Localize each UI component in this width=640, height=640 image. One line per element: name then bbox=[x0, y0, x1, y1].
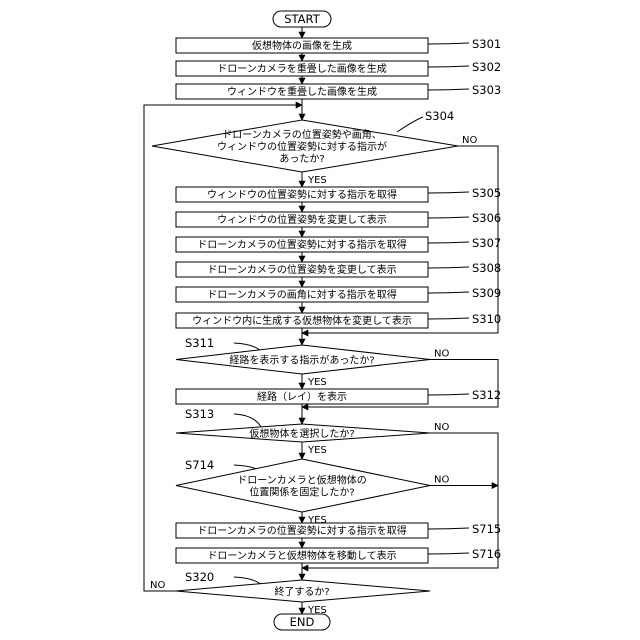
step-label: S311 bbox=[185, 336, 214, 350]
step-label: S715 bbox=[472, 522, 501, 536]
process-box-s303: ウィンドウを重畳した画像を生成 bbox=[176, 84, 428, 99]
step-label: S714 bbox=[185, 458, 214, 472]
process-box-text: ドローンカメラの画角に対する指示を取得 bbox=[207, 288, 397, 301]
process-box-s307: ドローンカメラの位置姿勢に対する指示を取得 bbox=[176, 237, 428, 252]
step-label: S304 bbox=[425, 109, 454, 123]
process-box-text: 経路（レイ）を表示 bbox=[257, 390, 347, 403]
step-label: S301 bbox=[472, 37, 501, 51]
process-box-s309: ドローンカメラの画角に対する指示を取得 bbox=[176, 287, 428, 302]
decision-text: 位置関係を固定したか? bbox=[249, 486, 354, 499]
process-box-s716: ドローンカメラと仮想物体を移動して表示 bbox=[176, 548, 428, 563]
step-leader bbox=[428, 318, 469, 319]
process-box-s302: ドローンカメラを重畳した画像を生成 bbox=[176, 61, 428, 76]
step-label: S310 bbox=[472, 312, 501, 326]
yes-label: YES bbox=[307, 175, 327, 186]
step-label: S308 bbox=[472, 261, 501, 275]
step-label: S302 bbox=[472, 60, 501, 74]
step-label: S303 bbox=[472, 83, 501, 97]
decision-text: ウィンドウの位置姿勢に対する指示が bbox=[217, 140, 387, 153]
process-box-s305: ウィンドウの位置姿勢に対する指示を取得 bbox=[176, 187, 428, 202]
process-box-text: ドローンカメラの位置姿勢に対する指示を取得 bbox=[197, 524, 407, 537]
decision-text: あったか? bbox=[279, 153, 324, 165]
step-label: S320 bbox=[185, 570, 214, 584]
decision-s313: 仮想物体を選択したか? bbox=[176, 424, 430, 442]
process-box-text: ウィンドウ内に生成する仮想物体を変更して表示 bbox=[192, 314, 412, 327]
step-leader bbox=[428, 43, 469, 44]
step-label: S716 bbox=[472, 547, 501, 561]
decision-s304: ドローンカメラの位置姿勢や画角、ウィンドウの位置姿勢に対する指示があったか? bbox=[152, 120, 458, 172]
step-leader bbox=[428, 89, 469, 90]
step-label: S313 bbox=[185, 407, 214, 421]
process-box-text: ドローンカメラを重畳した画像を生成 bbox=[217, 62, 387, 75]
process-box-s308: ドローンカメラの位置姿勢を変更して表示 bbox=[176, 262, 428, 277]
no-label: NO bbox=[462, 135, 477, 146]
decision-text: ドローンカメラと仮想物体の bbox=[237, 474, 367, 487]
process-box-text: ウィンドウの位置姿勢に対する指示を取得 bbox=[207, 188, 397, 201]
step-label: S312 bbox=[472, 388, 501, 402]
step-leader bbox=[428, 242, 469, 243]
process-box-text: 仮想物体の画像を生成 bbox=[252, 39, 352, 52]
process-box-text: ドローンカメラと仮想物体を移動して表示 bbox=[207, 549, 396, 562]
no-label: NO bbox=[434, 475, 449, 486]
yes-label: YES bbox=[307, 377, 327, 388]
step-leader bbox=[428, 528, 469, 529]
no-label: NO bbox=[434, 349, 449, 360]
step-leader bbox=[397, 117, 423, 132]
step-leader bbox=[428, 192, 469, 193]
step-label: S306 bbox=[472, 211, 501, 225]
no-label: NO bbox=[434, 422, 449, 433]
process-box-text: ウィンドウの位置姿勢を変更して表示 bbox=[217, 213, 387, 226]
end-terminal-label: END bbox=[290, 615, 315, 629]
step-leader bbox=[428, 292, 469, 293]
step-leader bbox=[234, 414, 262, 429]
step-label: S307 bbox=[472, 236, 501, 250]
step-leader bbox=[428, 217, 469, 218]
process-box-s301: 仮想物体の画像を生成 bbox=[176, 38, 428, 53]
decision-text: ドローンカメラの位置姿勢や画角、 bbox=[222, 128, 382, 141]
process-box-s306: ウィンドウの位置姿勢を変更して表示 bbox=[176, 212, 428, 227]
process-box-s310: ウィンドウ内に生成する仮想物体を変更して表示 bbox=[176, 313, 428, 328]
decision-text: 経路を表示する指示があったか? bbox=[229, 354, 374, 367]
process-box-text: ドローンカメラの位置姿勢に対する指示を取得 bbox=[197, 238, 407, 251]
yes-label: YES bbox=[307, 515, 327, 526]
flow-shapes: 仮想物体の画像を生成ドローンカメラを重畳した画像を生成ウィンドウを重畳した画像を… bbox=[152, 11, 458, 630]
step-leader bbox=[428, 553, 469, 554]
decision-text: 仮想物体を選択したか? bbox=[249, 427, 354, 440]
no-label: NO bbox=[150, 580, 165, 591]
yes-label: YES bbox=[307, 445, 327, 456]
step-label: S305 bbox=[472, 186, 501, 200]
step-leader bbox=[428, 394, 469, 395]
step-leader bbox=[428, 267, 469, 268]
step-label: S309 bbox=[472, 286, 501, 300]
process-box-s312: 経路（レイ）を表示 bbox=[176, 389, 428, 404]
yes-label: YES bbox=[307, 605, 327, 616]
start-terminal-label: START bbox=[284, 12, 320, 26]
process-box-s715: ドローンカメラの位置姿勢に対する指示を取得 bbox=[176, 523, 428, 538]
process-box-text: ウィンドウを重畳した画像を生成 bbox=[227, 85, 377, 98]
step-leader bbox=[428, 66, 469, 67]
process-box-text: ドローンカメラの位置姿勢を変更して表示 bbox=[207, 263, 396, 276]
decision-text: 終了するか? bbox=[274, 585, 329, 598]
